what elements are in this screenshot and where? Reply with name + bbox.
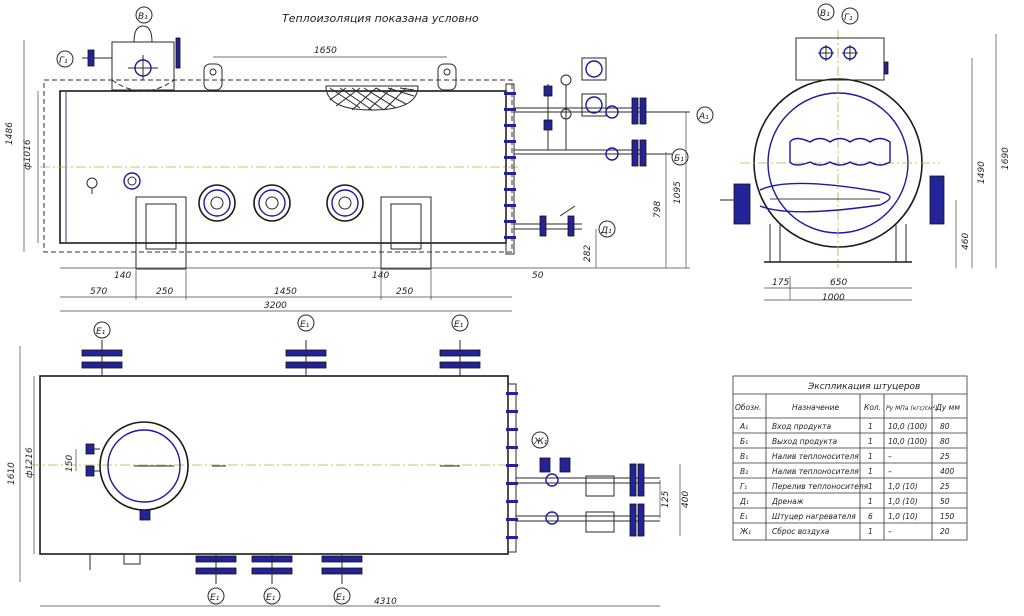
dim-400: 400 <box>681 491 691 508</box>
dim-1216: ф1216 <box>25 447 35 478</box>
table-header-4: Ду мм <box>935 403 960 412</box>
dim-3200: 3200 <box>264 301 287 311</box>
dim-1016: ф1016 <box>23 139 33 170</box>
dim-650: 650 <box>830 278 847 288</box>
table-cell-r2-c4: 25 <box>940 452 950 461</box>
table-cell-r3-c0: В₂ <box>740 467 748 476</box>
table-cell-r1-c1: Выход продукта <box>772 437 837 446</box>
table-cell-r5-c2: 1 <box>868 497 873 506</box>
dim-460: 460 <box>961 233 971 250</box>
table-cell-r6-c3: 1,0 (10) <box>888 512 918 521</box>
dim-4310: 4310 <box>374 597 397 607</box>
table-cell-r6-c2: 6 <box>868 512 873 521</box>
front-view: Теплоизоляция показана условно <box>5 6 714 312</box>
side-view: В₁ Г₁ 175 650 1000 1490 1690 460 <box>720 3 1011 303</box>
table-header-1: Назначение <box>792 403 840 412</box>
dim-1000: 1000 <box>822 293 845 303</box>
table-header-2: Кол. <box>864 403 881 412</box>
dim-1690: 1690 <box>1001 147 1011 170</box>
table-cell-r1-c4: 80 <box>940 437 950 446</box>
table-cell-r3-c4: 400 <box>940 467 955 476</box>
top-view: Е₁ Е₁ Е₁ Е₁ Е₁ Е₁ Ж₁ 1610 ф1216 150 125 … <box>7 314 691 607</box>
bottom-label-E3: Е₁ <box>336 593 346 603</box>
table-cell-r3-c1: Налив теплоносителя <box>772 467 859 476</box>
table-cell-r7-c1: Сброс воздуха <box>772 527 830 536</box>
heater-flange-3 <box>326 184 364 222</box>
dim-1486: 1486 <box>5 122 15 145</box>
top-flanges <box>81 340 481 376</box>
table-cell-r4-c0: Г₁ <box>740 482 747 491</box>
top-label-Zh: Ж₁ <box>533 437 548 447</box>
table-cell-r2-c1: Налив теплоносителя <box>772 452 859 461</box>
dim-1650: 1650 <box>314 46 337 56</box>
top-label-E1: Е₁ <box>96 327 106 337</box>
inlet-piping <box>514 57 690 237</box>
dim-1610: 1610 <box>7 462 17 485</box>
insulation-note: Теплоизоляция показана условно <box>282 12 479 25</box>
table-cell-r5-c0: Д₁ <box>739 497 749 506</box>
dim-140a: 140 <box>114 271 131 281</box>
table-cell-r0-c1: Вход продукта <box>772 422 832 431</box>
table-cell-r3-c3: – <box>888 467 892 476</box>
table-cell-r4-c4: 25 <box>940 482 950 491</box>
dim-570: 570 <box>90 287 107 297</box>
table-cell-r5-c3: 1,0 (10) <box>888 497 918 506</box>
table-cell-r2-c2: 1 <box>868 452 873 461</box>
nozzle-label-D: Д₁ <box>600 226 612 236</box>
table-cell-r1-c2: 1 <box>868 437 873 446</box>
dim-1095: 1095 <box>673 181 683 204</box>
dim-50: 50 <box>532 271 544 281</box>
dim-1490: 1490 <box>977 161 987 184</box>
bottom-label-E1: Е₁ <box>210 593 220 603</box>
heater-flange-1 <box>198 184 236 222</box>
heater-flange-2 <box>253 184 291 222</box>
table-cell-r5-c1: Дренаж <box>771 497 804 506</box>
table-cell-r6-c0: Е₁ <box>740 512 748 521</box>
table-cell-r0-c3: 10,0 (100) <box>888 422 927 431</box>
table-cell-r7-c3: – <box>888 527 892 536</box>
table-cell-r2-c0: В₁ <box>740 452 748 461</box>
dim-150: 150 <box>65 455 75 472</box>
nozzle-label-B: Б₁ <box>674 154 684 164</box>
dim-798: 798 <box>653 201 663 218</box>
nozzle-label-V: В₁ <box>138 12 148 22</box>
nozzle-label-G: Г₁ <box>59 56 68 66</box>
bottom-label-E2: Е₁ <box>266 593 276 603</box>
top-label-E3: Е₁ <box>454 320 464 330</box>
table-cell-r1-c0: Б₁ <box>740 437 748 446</box>
nozzle-label-A: А₁ <box>698 112 709 122</box>
table-cell-r7-c4: 20 <box>940 527 950 536</box>
dim-1450: 1450 <box>274 287 297 297</box>
dim-250b: 250 <box>396 287 413 297</box>
table-cell-r0-c4: 80 <box>940 422 950 431</box>
table-cell-r2-c3: – <box>888 452 892 461</box>
dim-175: 175 <box>772 278 789 288</box>
top-label-E2: Е₁ <box>300 320 310 330</box>
dim-125: 125 <box>661 491 671 508</box>
table-cell-r0-c2: 1 <box>868 422 873 431</box>
bottom-flanges <box>195 554 363 584</box>
table-cell-r4-c3: 1,0 (10) <box>888 482 918 491</box>
dim-250a: 250 <box>156 287 173 297</box>
table-cell-r4-c1: Перелив теплоносителя <box>772 482 869 491</box>
dim-282: 282 <box>583 245 593 262</box>
table-cell-r1-c3: 10,0 (100) <box>888 437 927 446</box>
table-cell-r3-c2: 1 <box>868 467 873 476</box>
table-cell-r7-c2: 1 <box>868 527 873 536</box>
side-label-G: Г₁ <box>844 13 853 23</box>
table-cell-r6-c1: Штуцер нагревателя <box>772 512 856 521</box>
table-cell-r0-c0: А₁ <box>739 422 748 431</box>
table-header-3: Py МПа (кгс/см²) <box>886 405 937 412</box>
table-cell-r4-c2: 1 <box>868 482 873 491</box>
table-cell-r5-c4: 50 <box>940 497 950 506</box>
table-cell-r7-c0: Ж₁ <box>739 527 751 536</box>
table-cell-r6-c4: 150 <box>940 512 955 521</box>
side-label-V: В₁ <box>820 9 830 19</box>
table-title: Экспликация штуцеров <box>807 382 920 392</box>
nozzle-table: Экспликация штуцеров Обозн. Назначение К… <box>732 375 968 541</box>
table-header-0: Обозн. <box>735 403 761 412</box>
